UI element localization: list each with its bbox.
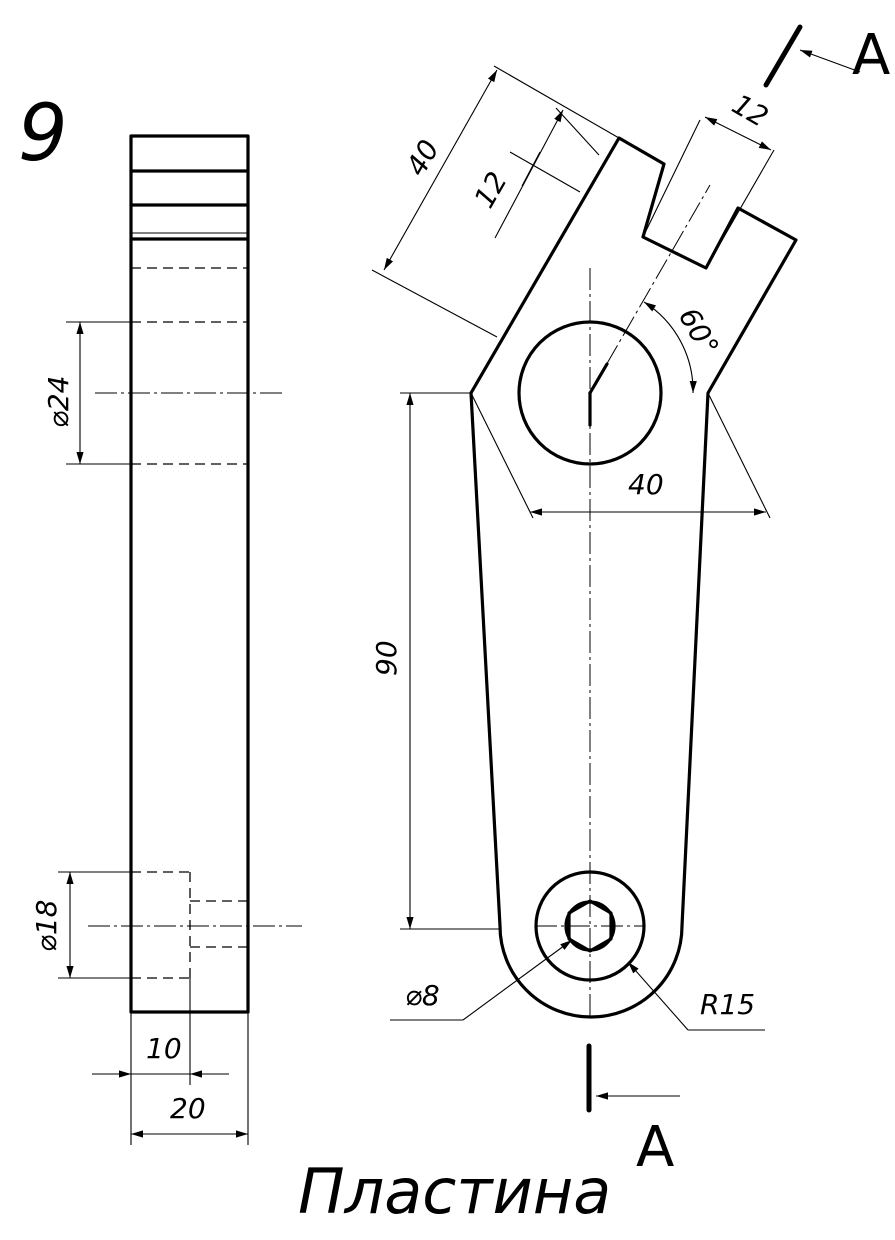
dim-top-width: 40 <box>628 468 664 501</box>
dim-slot-outer: 40 <box>399 134 445 181</box>
section-label-top: A <box>852 23 890 88</box>
front-view-outline <box>469 136 798 1019</box>
dim-center-distance: 90 <box>370 640 403 676</box>
sheet-number: 9 <box>18 89 68 179</box>
dim-slot-inner: 12 <box>467 166 513 213</box>
section-mark-top: A <box>763 23 890 88</box>
dim-slot-width: 12 <box>727 87 774 133</box>
section-label-bottom: A <box>636 1115 674 1180</box>
dim-radius: R15 <box>700 988 755 1021</box>
dim-side-depth: 10 <box>146 1032 182 1065</box>
section-mark-bottom: A <box>586 1043 680 1180</box>
dim-side-width: 20 <box>170 1092 206 1125</box>
dim-angle: 60° <box>672 302 725 361</box>
dim-small-hole: ⌀8 <box>405 979 440 1012</box>
front-view: 60° 40 90 40 12 12 ⌀8 R15 <box>370 65 798 1031</box>
dim-side-hole-large: ⌀24 <box>42 376 75 429</box>
small-hole-hex <box>567 899 613 953</box>
drawing-title: Пластина <box>298 1155 611 1228</box>
dim-side-hole-small: ⌀18 <box>30 900 63 953</box>
side-view: ⌀24 ⌀18 10 20 <box>30 134 302 1145</box>
